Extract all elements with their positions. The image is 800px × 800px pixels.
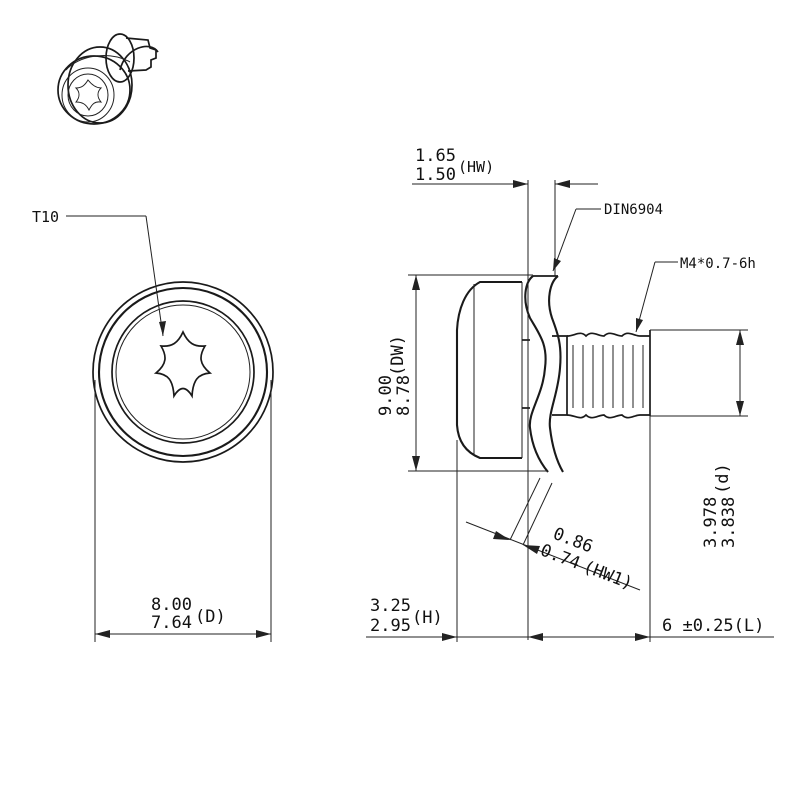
dim-d-max: 3.978 xyxy=(701,497,721,548)
dim-DW: 9.00 8.78 (DW) xyxy=(376,274,548,472)
isometric-screw-thumbnail xyxy=(57,33,159,125)
front-view-head xyxy=(92,281,274,463)
dim-D-tag: (D) xyxy=(195,607,226,627)
dim-H-tag: (H) xyxy=(412,608,443,628)
dim-HW-max: 1.65 xyxy=(415,146,456,166)
dim-H-max: 3.25 xyxy=(370,596,411,616)
side-view-screw xyxy=(455,275,651,473)
dim-L-text: 6 ±0.25(L) xyxy=(662,616,764,636)
dim-d-min: 3.838 xyxy=(719,497,739,548)
dim-D-min: 7.64 xyxy=(151,613,192,633)
thread-label: M4*0.7-6h xyxy=(680,256,756,272)
standard-label: DIN6904 xyxy=(604,202,663,218)
dim-HW1-tag: (HW1) xyxy=(580,557,635,594)
dim-DW-min: 8.78 xyxy=(394,375,414,416)
dim-D-max: 8.00 xyxy=(151,595,192,615)
dim-DW-tag: (DW) xyxy=(388,335,408,376)
dim-d-tag: (d) xyxy=(713,463,733,494)
drive-label: T10 xyxy=(32,208,59,226)
dim-d: 3.978 3.838 (d) xyxy=(650,329,748,548)
dim-HW-tag: (HW) xyxy=(458,158,494,176)
dim-D: 8.00 7.64 (D) xyxy=(94,380,272,642)
dim-H-L: 3.25 2.95 (H) 6 ±0.25(L) xyxy=(366,416,774,642)
dim-HW1: 0.86 0.74 (HW1) xyxy=(465,477,641,594)
dim-H-min: 2.95 xyxy=(370,616,411,636)
dim-DW-max: 9.00 xyxy=(376,375,396,416)
standard-leader: DIN6904 xyxy=(552,202,663,272)
thread-leader: M4*0.7-6h xyxy=(635,256,756,333)
drive-leader: T10 xyxy=(32,208,166,337)
torx-recess-icon xyxy=(153,329,213,399)
dim-HW-min: 1.50 xyxy=(415,165,456,185)
